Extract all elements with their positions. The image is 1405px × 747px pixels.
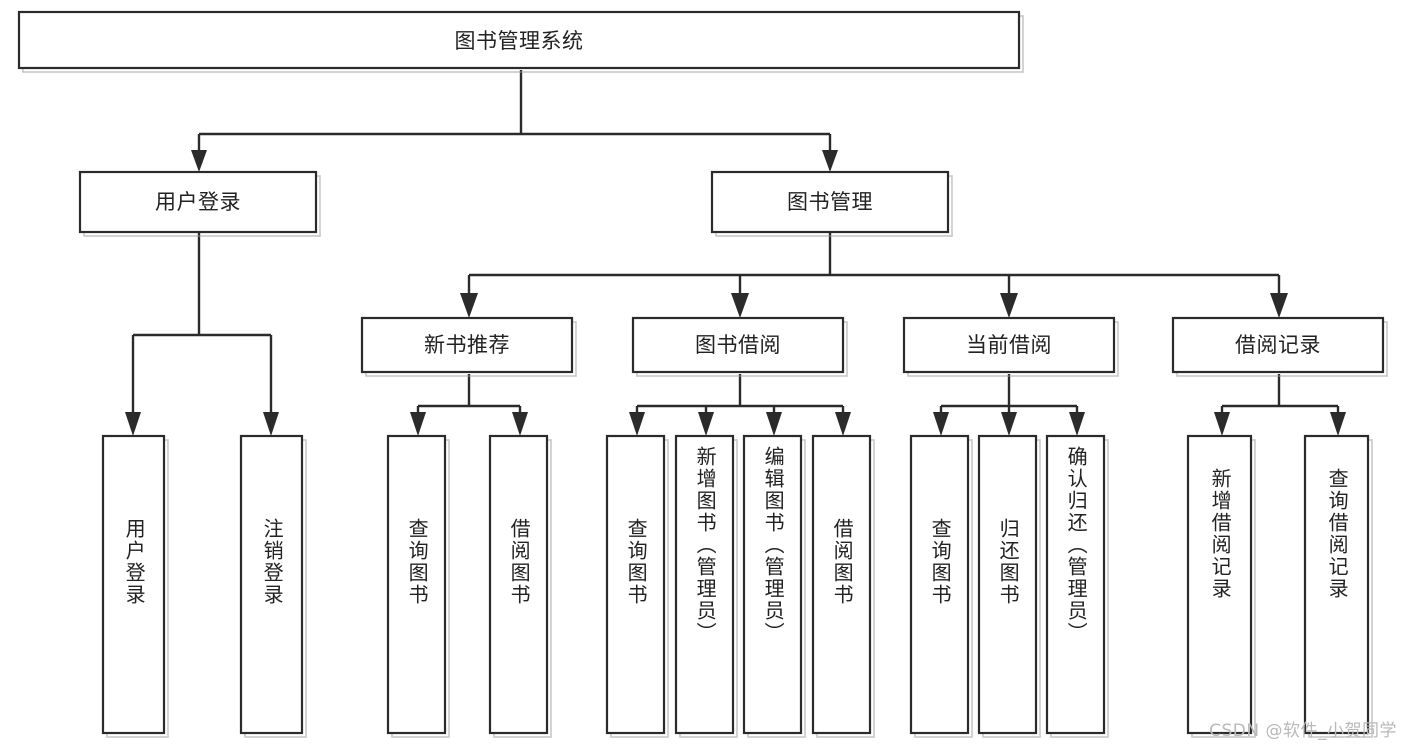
connector-current-borrow-children (933, 374, 1085, 436)
connector-book-manage-children (460, 232, 1288, 318)
node-book-borrow-label: 图书借阅 (695, 333, 781, 357)
arrow-leaf-query-book-3 (933, 412, 949, 436)
arrow-leaf-user-logout (263, 412, 279, 436)
node-new-book-recommend[interactable]: 新书推荐 (360, 316, 577, 377)
node-book-manage[interactable]: 图书管理 (710, 170, 953, 237)
connector-borrow-record-children (1214, 374, 1346, 436)
leaf-borrow-book-2[interactable] (811, 434, 875, 738)
node-borrow-record-label: 借阅记录 (1235, 333, 1321, 357)
node-new-book-recommend-label: 新书推荐 (424, 333, 510, 357)
node-root[interactable]: 图书管理系统 (17, 10, 1024, 73)
node-current-borrow-label: 当前借阅 (966, 333, 1052, 357)
connector-layer (125, 70, 1346, 436)
connector-new-book-recommend-children (410, 374, 528, 436)
node-layer: 图书管理系统 用户登录 图书管理 新书推荐 (17, 10, 1388, 738)
arrow-leaf-confirm-return (1069, 412, 1085, 436)
leaf-query-book-1[interactable] (386, 434, 450, 738)
arrow-leaf-add-book (698, 412, 714, 436)
connector-root-to-level2 (191, 70, 838, 172)
arrow-leaf-add-record (1214, 412, 1230, 436)
leaf-add-record[interactable] (1186, 434, 1256, 738)
arrow-book-borrow (731, 293, 749, 318)
arrow-current-borrow (1000, 293, 1018, 318)
node-borrow-record[interactable]: 借阅记录 (1171, 316, 1388, 377)
leaf-edit-book[interactable] (742, 434, 806, 738)
leaf-borrow-book-1[interactable] (488, 434, 552, 738)
leaf-add-book[interactable] (674, 434, 738, 738)
arrow-leaf-return-book (1001, 412, 1017, 436)
arrow-borrow-record (1270, 293, 1288, 318)
arrow-leaf-user-login (125, 412, 141, 436)
node-current-borrow[interactable]: 当前借阅 (902, 316, 1119, 377)
arrow-leaf-query-record (1330, 412, 1346, 436)
leaf-confirm-return[interactable] (1045, 434, 1109, 738)
leaf-user-logout[interactable] (239, 434, 307, 738)
leaf-query-book-2[interactable] (605, 434, 669, 738)
leaf-query-book-3[interactable] (909, 434, 973, 738)
connector-book-borrow-children (629, 374, 851, 436)
arrow-new-book-recommend (460, 293, 478, 318)
leaf-user-login[interactable] (101, 434, 169, 738)
arrow-to-book-manage (822, 150, 838, 172)
leaf-query-record[interactable] (1303, 434, 1373, 738)
arrow-leaf-borrow-book-2 (835, 412, 851, 436)
node-user-login-label: 用户登录 (155, 190, 241, 214)
arrow-leaf-query-book-2 (629, 412, 645, 436)
arrow-leaf-query-book-1 (410, 412, 426, 436)
arrow-to-user-login (191, 150, 207, 172)
arrow-leaf-edit-book (766, 412, 782, 436)
node-book-manage-label: 图书管理 (787, 190, 873, 214)
leaf-return-book[interactable] (977, 434, 1041, 738)
node-root-label: 图书管理系统 (455, 29, 584, 53)
connector-user-login-children (125, 232, 279, 436)
node-book-borrow[interactable]: 图书借阅 (631, 316, 848, 377)
arrow-leaf-borrow-book-1 (512, 412, 528, 436)
node-user-login[interactable]: 用户登录 (78, 170, 321, 237)
